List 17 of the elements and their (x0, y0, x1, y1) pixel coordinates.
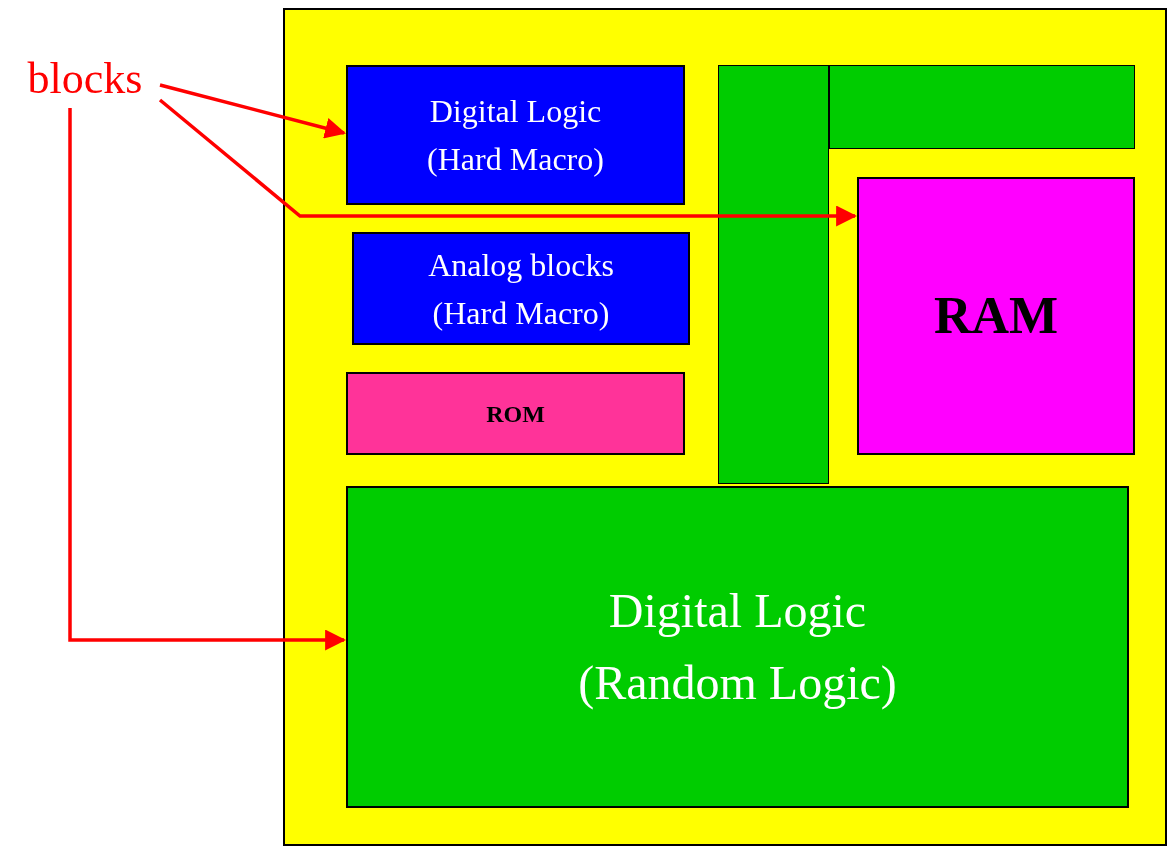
routing-channel (718, 65, 829, 484)
block-label: Digital Logic (Hard Macro) (426, 92, 605, 179)
logic-block (346, 486, 1129, 808)
ram-block (857, 177, 1135, 455)
leader-arrow (159, 83, 347, 139)
leader-arrow (68, 108, 347, 651)
leader-arrow (158, 98, 858, 227)
block-label: Analog blocks (Hard Macro) (427, 245, 615, 333)
callout-text: blocks (27, 53, 143, 105)
block-label: RAM (933, 286, 1059, 346)
routing-channel (829, 65, 1135, 149)
macro-block (346, 65, 685, 205)
block-label: ROM (486, 399, 545, 429)
block-label: Digital Logic (Random Logic) (577, 583, 898, 712)
chip-die (283, 8, 1167, 846)
rom-block (346, 372, 685, 455)
analog-block (352, 232, 690, 345)
